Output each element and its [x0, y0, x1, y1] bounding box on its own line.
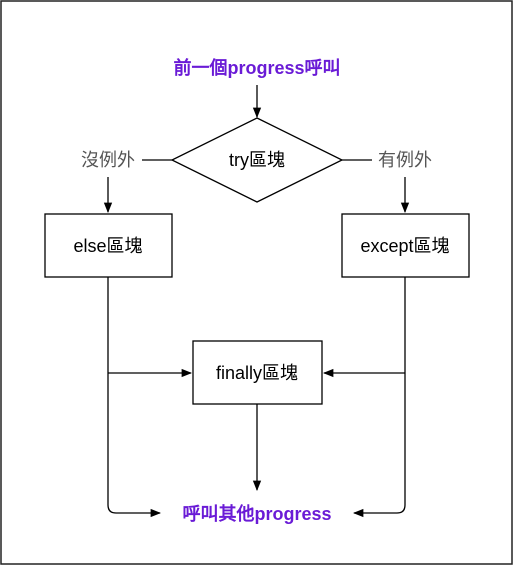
try-decision	[170, 117, 344, 203]
branch-exception-label: 有例外	[378, 150, 432, 170]
branch-no-exception-label: 沒例外	[81, 150, 135, 170]
end-label: 呼叫其他progress	[182, 503, 331, 524]
edge-except-down	[352, 277, 406, 518]
else-block	[44, 213, 173, 278]
except-block-label: except區塊	[360, 236, 449, 256]
try-decision-label: try區塊	[229, 150, 285, 170]
edge-else-down	[107, 277, 162, 518]
else-block-label: else區塊	[73, 236, 142, 256]
finally-block-label: finally區塊	[216, 363, 298, 383]
start-label: 前一個progress呼叫	[173, 57, 340, 78]
